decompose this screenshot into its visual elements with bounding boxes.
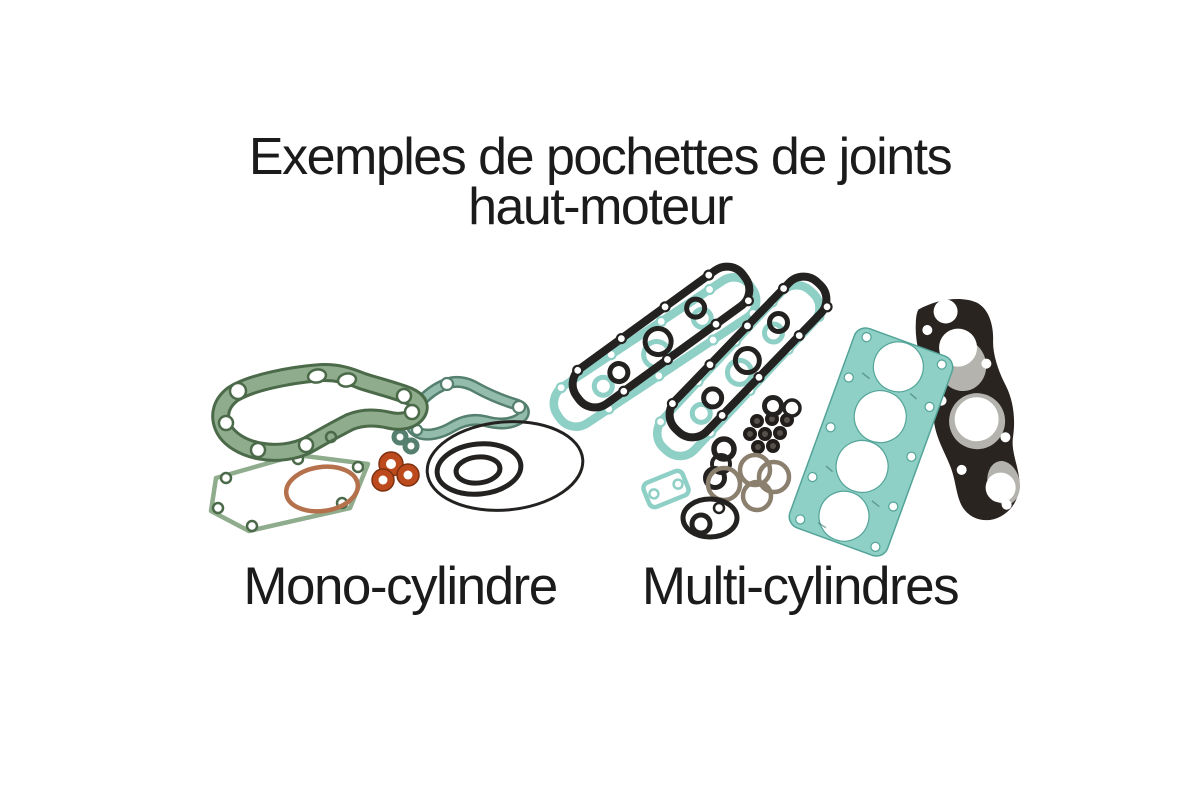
small-o-rings [703,395,802,490]
title-line-1: Exemples de pochettes de joints [248,128,953,186]
label-mono-cylindre: Mono-cylindre [243,557,558,616]
small-plate-gasket [641,468,691,510]
valve-cover-gasket-black-2 [665,272,833,442]
label-multi-cylindres: Multi-cylindres [641,557,960,616]
mono-kit-illustration [208,363,585,534]
valve-cover-gasket-black-1 [568,262,754,412]
copper-ring-gasket [283,464,361,514]
valve-stem-seals [743,412,794,454]
title-line-2: haut-moteur [468,178,733,236]
multi-kit-illustration [549,262,1020,557]
spectacle-gasket [680,496,740,540]
head-gasket [391,375,530,455]
page-title: Exemples de pochettes de joints haut-mot… [0,128,1200,236]
orange-sealing-washers [371,451,420,492]
four-cylinder-head-gasket [788,327,954,557]
rubber-o-rings [425,420,585,512]
cylinder-base-gasket [211,363,429,462]
base-outline-gasket [208,452,371,534]
